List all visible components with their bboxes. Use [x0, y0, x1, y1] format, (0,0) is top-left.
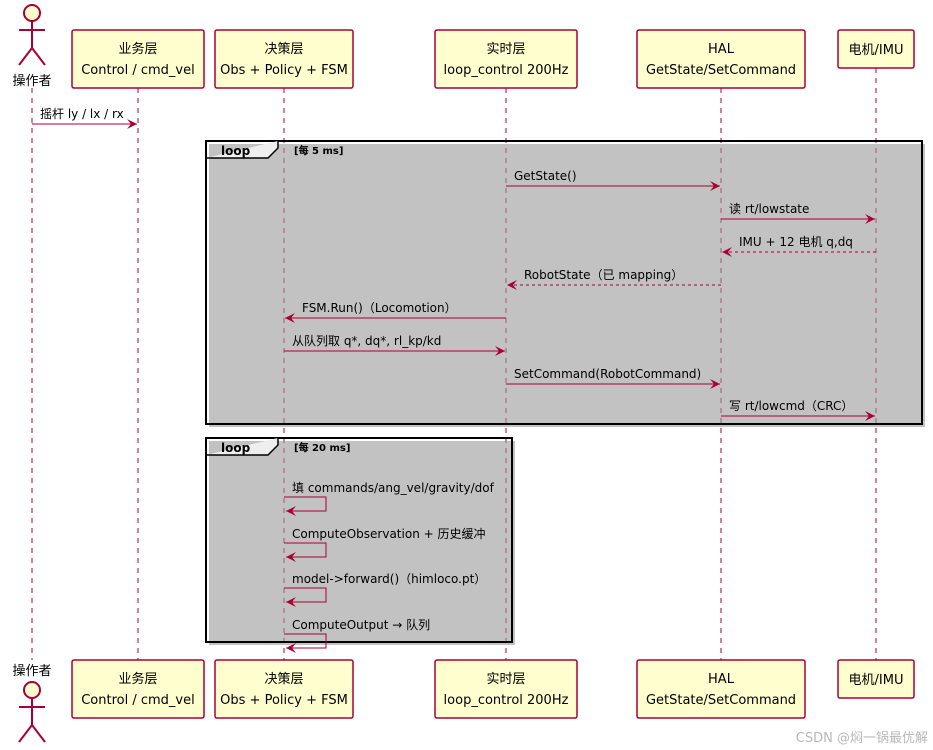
participant-mot-top: 电机/IMU	[837, 29, 915, 69]
participant-label: 电机/IMU	[849, 673, 904, 688]
message-13: ComputeOutput → 队列	[284, 617, 430, 653]
self-message-arrow	[284, 587, 327, 607]
actor-op-top	[18, 4, 46, 66]
participant-label: 实时层	[486, 672, 525, 687]
participant-label: 业务层	[118, 671, 157, 687]
loop-frames: loop [每 5 ms] loop [每 20 ms]	[205, 140, 925, 645]
self-message-arrow	[284, 633, 327, 653]
participant-label: Obs + Policy + FSM	[220, 693, 348, 708]
participant-hal-top: HAL GetState/SetCommand	[636, 29, 806, 89]
message-label: 摇杆 ly / lx / rx	[40, 107, 124, 121]
participant-label: HAL	[708, 672, 735, 687]
loop-keyword: loop	[221, 441, 251, 455]
message-12: model->forward()（himloco.pt）	[284, 572, 486, 607]
participant-label: loop_control 200Hz	[444, 63, 569, 78]
participants-top: 操作者 业务层 Control / cmd_vel 决策层 Obs + Policy +…	[12, 4, 915, 89]
message-2: GetState()	[506, 169, 720, 191]
message-5: RobotState（已 mapping）	[507, 268, 721, 290]
loop-guard: [每 20 ms]	[294, 441, 350, 454]
participant-hal-bottom: HAL GetState/SetCommand	[636, 659, 806, 719]
loop-frame-2: loop [每 20 ms]	[205, 437, 515, 645]
actor-label-bottom: 操作者	[12, 663, 51, 679]
message-label: FSM.Run()（Locomotion）	[302, 301, 457, 315]
participant-label: GetState/SetCommand	[646, 63, 796, 78]
self-message-arrow	[284, 542, 327, 562]
message-label: 读 rt/lowstate	[729, 202, 809, 216]
message-label: IMU + 12 电机 q,dq	[739, 235, 853, 249]
participant-label: 决策层	[264, 41, 303, 57]
message-label: RobotState（已 mapping）	[524, 268, 683, 282]
participant-label: HAL	[708, 42, 735, 57]
participant-label: Control / cmd_vel	[81, 63, 195, 78]
loop-guard: [每 5 ms]	[294, 144, 343, 157]
message-8: SetCommand(RobotCommand)	[506, 367, 720, 389]
loop-frame-1: loop [每 5 ms]	[205, 140, 925, 427]
participant-label: 电机/IMU	[849, 43, 904, 58]
participant-label: 决策层	[264, 671, 303, 687]
actor-label-top: 操作者	[12, 73, 51, 89]
participant-dec-top: 决策层 Obs + Policy + FSM	[214, 29, 354, 89]
participant-biz-bottom: 业务层 Control / cmd_vel	[71, 659, 205, 719]
participant-label: GetState/SetCommand	[646, 693, 796, 708]
message-11: ComputeObservation + 历史缓冲	[284, 526, 485, 562]
participant-rt-bottom: 实时层 loop_control 200Hz	[434, 659, 578, 719]
participant-biz-top: 业务层 Control / cmd_vel	[71, 29, 205, 89]
watermark: CSDN @焖一锅最优解	[796, 730, 928, 746]
participant-label: Obs + Policy + FSM	[220, 63, 348, 78]
participant-rt-top: 实时层 loop_control 200Hz	[434, 29, 578, 89]
participant-label: Control / cmd_vel	[81, 693, 195, 708]
self-message-arrow	[284, 496, 327, 516]
message-label: ComputeOutput → 队列	[292, 617, 430, 632]
message-label: SetCommand(RobotCommand)	[514, 367, 701, 381]
participant-label: 业务层	[118, 41, 157, 57]
participant-mot-bottom: 电机/IMU	[837, 659, 915, 699]
participant-dec-bottom: 决策层 Obs + Policy + FSM	[214, 659, 354, 719]
message-4: IMU + 12 电机 q,dq	[722, 235, 876, 257]
participant-label: loop_control 200Hz	[444, 693, 569, 708]
loop-keyword: loop	[221, 144, 251, 158]
message-label: GetState()	[514, 169, 577, 183]
message-label: model->forward()（himloco.pt）	[292, 572, 486, 586]
messages: 摇杆 ly / lx / rx GetState() 读 rt/lowstateIM…	[32, 107, 876, 653]
message-1: 摇杆 ly / lx / rx	[32, 107, 137, 129]
message-9: 写 rt/lowcmd（CRC）	[721, 399, 875, 421]
actor-op-bottom	[18, 681, 46, 743]
message-label: 从队列取 q*, dq*, rl_kp/kd	[292, 333, 441, 348]
message-label: 写 rt/lowcmd（CRC）	[729, 399, 853, 413]
message-label: 填 commands/ang_vel/gravity/dof	[292, 481, 495, 495]
message-3: 读 rt/lowstate	[721, 202, 875, 224]
message-10: 填 commands/ang_vel/gravity/dof	[284, 481, 495, 516]
message-6: FSM.Run()（Locomotion）	[285, 301, 506, 323]
message-label: ComputeObservation + 历史缓冲	[292, 526, 485, 541]
message-7: 从队列取 q*, dq*, rl_kp/kd	[284, 333, 505, 356]
lifelines	[31, 68, 877, 660]
participant-label: 实时层	[486, 42, 525, 57]
